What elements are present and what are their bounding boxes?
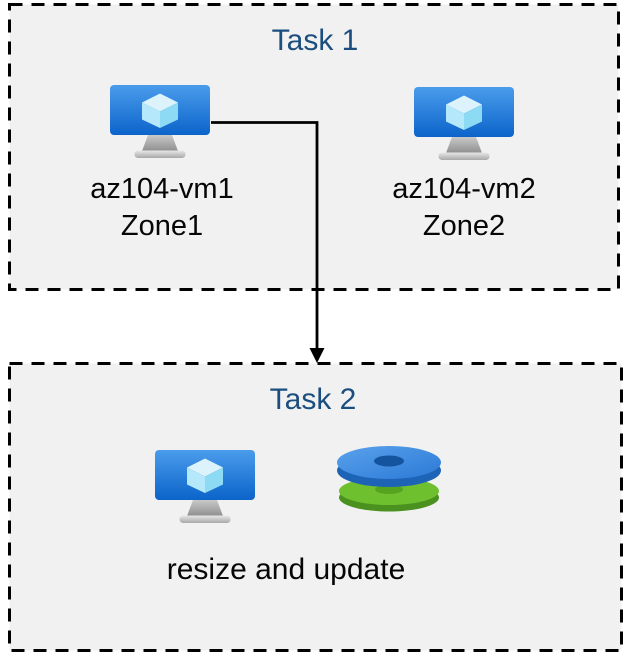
vm2-zone: Zone2 [422, 210, 506, 242]
down-arrow-connector [211, 121, 319, 349]
task2-title: Task 2 [269, 383, 357, 416]
vm2-name: az104-vm2 [392, 173, 536, 205]
down-arrow-head-icon [309, 348, 325, 363]
vm2-virtual-machine-icon [414, 87, 514, 161]
task2-box [8, 362, 623, 652]
managed-disks-icon [337, 445, 441, 513]
vm1-name: az104-vm1 [90, 173, 234, 205]
task1-box [8, 3, 620, 291]
task2-caption: resize and update [166, 553, 406, 586]
vm1-virtual-machine-icon [110, 85, 210, 159]
task1-title: Task 1 [271, 24, 359, 57]
task2-virtual-machine-icon [155, 450, 255, 524]
vm2-label: az104-vm2 Zone2 [392, 171, 535, 245]
vm1-label: az104-vm1 Zone1 [90, 171, 233, 245]
vm1-zone: Zone1 [120, 210, 204, 242]
